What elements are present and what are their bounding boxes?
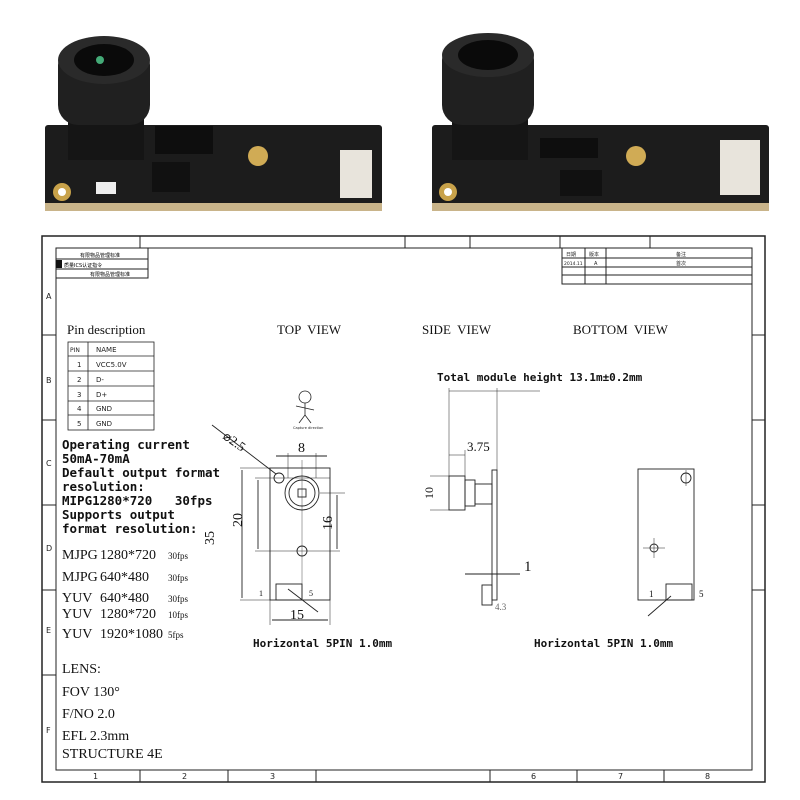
side-view-title: SIDE VIEW	[422, 322, 492, 337]
side-view-drawing	[430, 388, 540, 606]
row-label: A	[46, 292, 52, 301]
bottom-view-drawing	[637, 468, 695, 617]
pin-name: GND	[96, 420, 112, 428]
pin-1-label: 1	[259, 589, 263, 598]
format-res: 640*480	[100, 591, 149, 606]
bottom-pin-5-label: 5	[699, 589, 704, 599]
svg-text:2014.11: 2014.11	[564, 261, 583, 267]
pin-name: D-	[96, 376, 104, 384]
pin-name: VCC5.0V	[96, 361, 127, 369]
spec-line: 50mA-70mA	[62, 451, 130, 466]
pin-number: 5	[77, 420, 81, 428]
connector-top-label: Horizontal 5PIN 1.0mm	[253, 637, 392, 650]
column-label: 1	[93, 772, 98, 781]
dim-connector-height: 4.3	[495, 602, 507, 612]
row-label: B	[46, 376, 52, 385]
lens-line: LENS:	[62, 662, 101, 677]
column-label: 6	[531, 772, 536, 781]
spec-line: MIPG1280*720 30fps	[62, 493, 213, 508]
format-fps: 30fps	[168, 594, 188, 604]
dim-total-height: 35	[203, 531, 218, 545]
capture-direction-figure: Capture direction	[293, 390, 323, 430]
dim-hole-spacing: 16	[321, 516, 336, 530]
svg-text:备注: 备注	[676, 251, 686, 258]
format-type: MJPG	[62, 570, 98, 585]
top-view-drawing	[211, 424, 345, 625]
svg-text:首次: 首次	[676, 260, 686, 267]
format-res: 1920*1080	[100, 627, 163, 642]
pin-header: PIN	[70, 347, 80, 354]
lens-line: STRUCTURE 4E	[62, 747, 163, 762]
pin-number: 1	[77, 361, 81, 369]
format-fps: 30fps	[168, 573, 188, 583]
svg-text:A: A	[594, 261, 598, 267]
svg-text:版本: 版本	[589, 251, 599, 258]
camera-module-photo-right	[432, 33, 769, 211]
top-view-title: TOP VIEW	[277, 322, 342, 337]
connector-bottom-label: Horizontal 5PIN 1.0mm	[534, 637, 673, 650]
pin-number: 4	[77, 405, 82, 413]
drawing-frame	[41, 235, 766, 783]
column-label: 8	[705, 772, 710, 781]
dim-board-width: 15	[290, 608, 304, 623]
pin-name: GND	[96, 405, 112, 413]
row-label: F	[46, 726, 51, 735]
format-res: 640*480	[100, 570, 149, 585]
pin-5-label: 5	[309, 589, 313, 598]
column-label: 2	[182, 772, 187, 781]
title-block-left: 有限物品管理标准 质量ICS认证指令 有限物品管理标准	[55, 247, 149, 279]
dim-lens-height: 20	[231, 513, 246, 527]
bottom-pin-1-label: 1	[649, 589, 654, 599]
svg-text:Capture direction: Capture direction	[293, 426, 323, 430]
bottom-view-title: BOTTOM VIEW	[573, 322, 669, 337]
svg-text:有限物品管理标准: 有限物品管理标准	[90, 271, 130, 278]
dim-lens-diameter: 10	[422, 487, 436, 499]
lens-line: F/NO 2.0	[62, 707, 115, 722]
format-type: YUV	[62, 591, 92, 606]
pin-table	[67, 341, 155, 431]
format-fps: 30fps	[168, 551, 188, 561]
module-height-label: Total module height 13.1m±0.2mm	[437, 371, 643, 384]
camera-module-photo-left	[45, 36, 382, 211]
pin-name: D+	[96, 391, 107, 399]
row-label: C	[46, 459, 52, 468]
dim-board-thickness: 1	[524, 559, 532, 575]
format-type: MJPG	[62, 548, 98, 563]
format-res: 1280*720	[100, 607, 156, 622]
spec-line: Supports output	[62, 507, 175, 522]
svg-text:有限物品管理标准: 有限物品管理标准	[80, 252, 120, 259]
format-type: YUV	[62, 627, 92, 642]
spec-line: Default output format	[62, 465, 220, 480]
pin-number: 3	[77, 391, 81, 399]
dim-hole: ⌀2.5	[220, 428, 248, 454]
dim-lens-width: 8	[298, 441, 305, 456]
format-type: YUV	[62, 607, 92, 622]
row-label: E	[46, 626, 51, 635]
dim-lens-offset: 3.75	[467, 439, 490, 454]
format-fps: 10fps	[168, 610, 188, 620]
spec-line: Operating current	[62, 437, 190, 452]
title-block-right: 日期 版本 备注 2014.11 A 首次	[561, 247, 753, 285]
pin-description-title: Pin description	[67, 322, 146, 337]
column-label: 7	[618, 772, 623, 781]
row-label: D	[46, 544, 52, 553]
svg-text:质量ICS认证指令: 质量ICS认证指令	[64, 262, 102, 269]
spec-line: format resolution:	[62, 521, 197, 536]
svg-text:日期: 日期	[566, 252, 576, 258]
format-res: 1280*720	[100, 548, 156, 563]
pin-number: 2	[77, 376, 81, 384]
spec-line: resolution:	[62, 479, 145, 494]
lens-line: FOV 130°	[62, 685, 120, 700]
format-fps: 5fps	[168, 630, 184, 640]
lens-line: EFL 2.3mm	[62, 729, 129, 744]
pin-header: NAME	[96, 346, 117, 354]
column-label: 3	[270, 772, 275, 781]
